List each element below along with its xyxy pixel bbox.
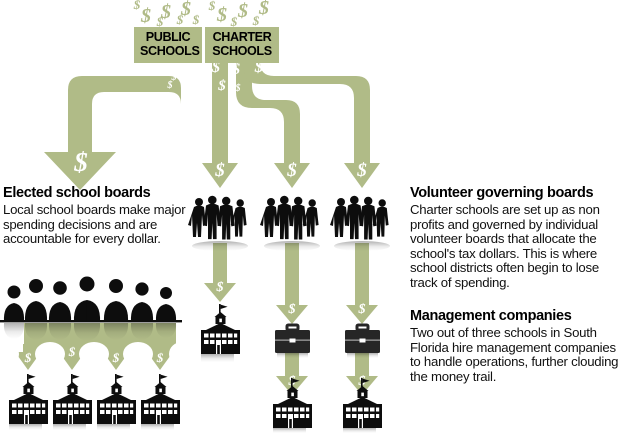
flow-public-to-board — [44, 46, 181, 190]
source-label-charter-schools[interactable]: CHARTER SCHOOLS — [205, 27, 279, 64]
dollar-icon: $ — [237, 0, 248, 22]
dollar-icon: $ — [176, 12, 184, 27]
charter-school-3 — [343, 378, 382, 428]
management-companies-body: Two out of three schools in South Florid… — [410, 325, 619, 384]
management-companies-heading: Management companies — [410, 308, 572, 324]
source-label-public-schools[interactable]: PUBLIC SCHOOLS — [134, 27, 202, 64]
dollar-icon: $ — [254, 57, 264, 76]
dollar-marker: $ — [216, 280, 224, 295]
volunteer-governing-boards-body: Charter schools are set up as non profit… — [410, 202, 600, 290]
flow-school-arrow-2 — [59, 344, 85, 370]
dollar-marker: $ — [156, 350, 164, 365]
dollar-icon: $ — [230, 14, 238, 29]
elected-school-boards-text: Elected school boards Local school board… — [3, 186, 199, 247]
label-line-2: SCHOOLS — [140, 43, 200, 58]
dollar-icon: $ — [185, 55, 194, 72]
dollar-marker: $ — [112, 350, 120, 365]
flow-board2-to-mgmt — [276, 243, 308, 324]
charter-school-1 — [201, 304, 240, 354]
board-reflection — [3, 323, 177, 341]
flow-charter-trunk-2 — [236, 46, 310, 188]
volunteer-governing-boards-heading: Volunteer governing boards — [410, 185, 594, 201]
dollar-icon: $ — [211, 59, 220, 76]
flow-charter-trunk-3 — [244, 46, 380, 188]
flow-charter-trunk-1 — [202, 46, 238, 188]
elected-school-boards-heading: Elected school boards — [3, 185, 151, 201]
dollar-marker: $ — [288, 302, 296, 317]
money-cloud-public: $ $ $ $ $ $ $ — [133, 0, 200, 29]
dollar-icon: $ — [157, 59, 166, 76]
dollar-icon: $ — [217, 78, 226, 94]
dollar-icon: $ — [140, 5, 151, 27]
flow-school-arrow-3 — [103, 344, 129, 370]
building-reflections — [9, 353, 378, 433]
dollar-marker: $ — [214, 160, 225, 181]
elected-school-boards-body: Local school boards make major spending … — [3, 202, 186, 247]
dollar-icon: $ — [258, 0, 269, 19]
flow-mgmt2-to-school — [346, 352, 378, 395]
management-companies-text: Management companies Two out of three sc… — [410, 309, 625, 384]
school-building-4 — [141, 374, 180, 424]
dollar-icon: $ — [133, 0, 141, 12]
school-building-1 — [9, 374, 48, 424]
volunteer-governing-boards-text: Volunteer governing boards Charter schoo… — [410, 186, 625, 291]
flow-school-arrow-4 — [147, 344, 173, 370]
dollar-icon: $ — [171, 72, 177, 83]
dollar-icon: $ — [252, 13, 260, 28]
dollar-icon: $ — [235, 83, 241, 94]
flow-paths — [0, 46, 380, 395]
dollar-marker: $ — [286, 160, 297, 181]
management-company-1 — [273, 323, 312, 355]
people-reflections — [192, 241, 390, 251]
label-line-1: PUBLIC — [145, 30, 191, 44]
dollar-icon: $ — [192, 12, 200, 27]
dollar-icon: $ — [231, 61, 240, 78]
label-line-2: SCHOOLS — [212, 43, 272, 58]
volunteer-board-2 — [260, 195, 319, 240]
dollar-icon: $ — [167, 80, 173, 91]
charter-school-2 — [273, 378, 312, 428]
label-line-1: CHARTER — [212, 30, 272, 44]
money-cloud-charter-lower: $ $ $ $ $ — [211, 57, 264, 94]
dollar-icon: $ — [216, 4, 227, 26]
flow-mgmt1-to-school — [276, 352, 308, 395]
volunteer-board-3 — [330, 195, 389, 240]
school-building-3 — [97, 374, 136, 424]
money-cloud-public-lower: $ $ $ $ $ — [157, 55, 194, 91]
dollar-icon: $ — [173, 57, 182, 74]
school-building-2 — [53, 374, 92, 424]
dollar-marker: $ — [358, 302, 366, 317]
management-company-2 — [343, 323, 382, 355]
money-cloud-charter: $ $ $ $ $ $ — [208, 0, 269, 29]
dollar-marker: $ — [356, 160, 367, 181]
dollar-marker: $ — [68, 344, 76, 359]
flow-board1-to-school — [204, 243, 236, 302]
dollar-marker: $ — [73, 147, 88, 177]
elected-school-board-illustration — [0, 276, 182, 323]
dollar-icon: $ — [160, 1, 171, 23]
dollar-icon: $ — [208, 0, 216, 13]
dollar-marker: $ — [24, 350, 32, 365]
dollar-icon: $ — [180, 0, 191, 20]
dollar-icon: $ — [156, 14, 164, 29]
flow-board3-to-mgmt — [346, 243, 378, 324]
flow-school-arrow-1 — [15, 344, 41, 370]
